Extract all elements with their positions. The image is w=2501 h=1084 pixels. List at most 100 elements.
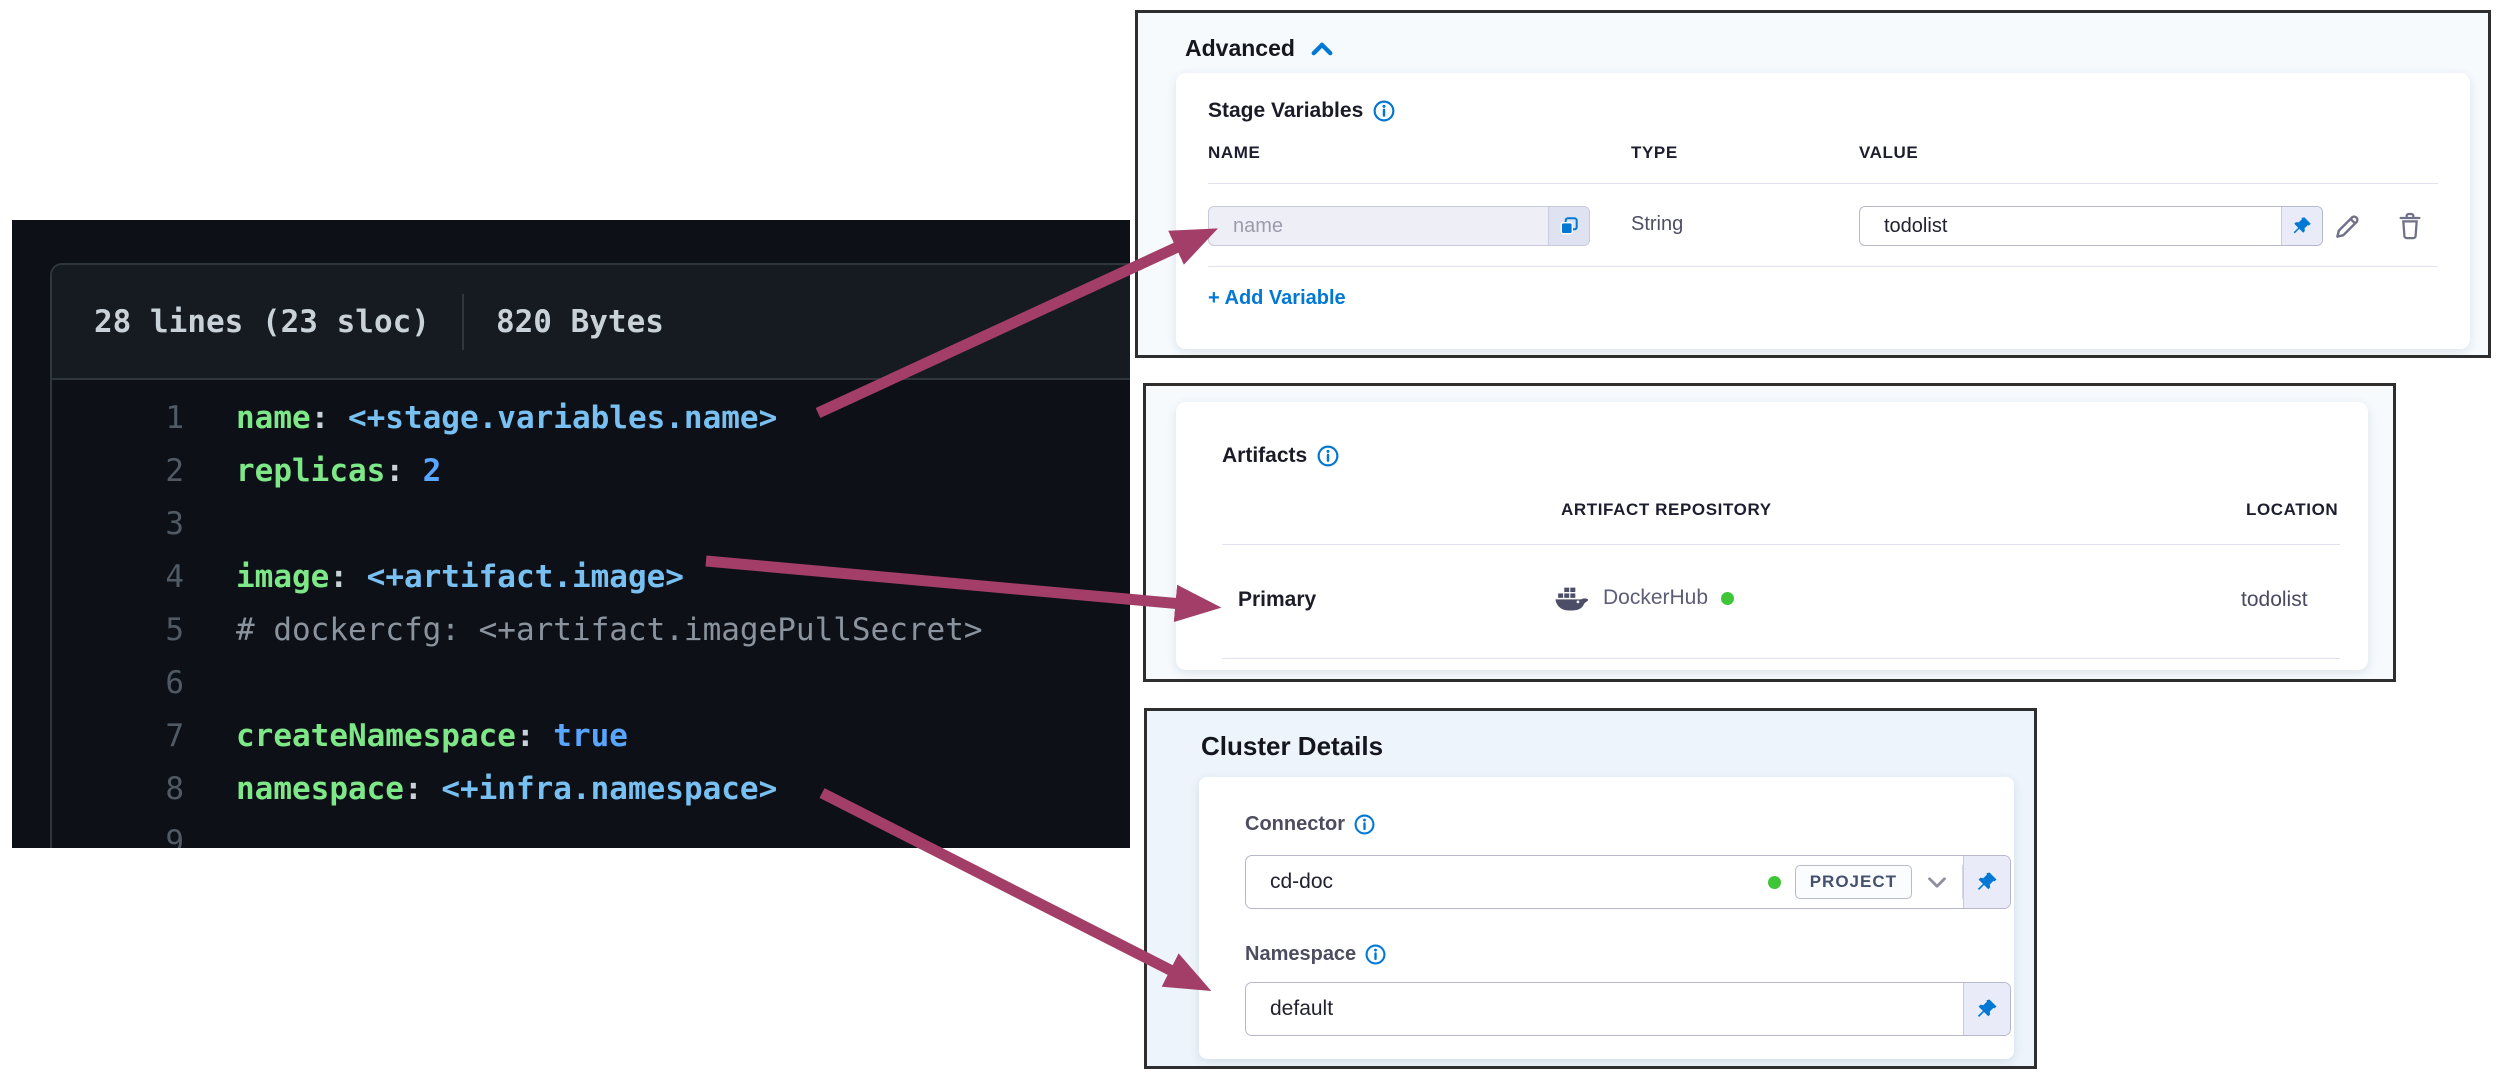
variable-name-input[interactable]: name [1208,206,1590,246]
token-key: replicas [236,453,386,489]
delete-variable-button[interactable] [2390,206,2430,246]
advanced-title: Advanced [1185,35,1295,61]
connector-label-row: Connector [1245,813,1375,836]
namespace-value: default [1270,997,1334,1020]
line-number[interactable]: 2 [165,453,184,489]
trash-icon [2394,210,2426,242]
pin-icon[interactable] [1963,983,2010,1035]
docker-whale-icon [1554,584,1590,612]
token-comment: # dockercfg: <+artifact.imagePullSecret> [236,612,983,648]
line-number[interactable]: 7 [165,718,184,754]
artifact-label: Primary [1238,588,1317,611]
info-icon[interactable] [1373,100,1395,122]
file-line-count: 28 lines (23 sloc) [94,303,430,340]
edit-variable-button[interactable] [2328,206,2368,246]
pencil-icon [2331,209,2365,243]
info-icon[interactable] [1354,814,1375,835]
status-dot [1767,875,1781,889]
token-expr: <+artifact.image> [366,559,684,595]
stage-variables-title: Stage Variables [1208,99,1364,122]
cluster-details-panel: Cluster Details Connector cd-doc PROJECT [1144,708,2037,1069]
connector-value: cd-doc [1270,870,1334,893]
code-text: image: <+artifact.image> [184,551,684,604]
namespace-label: Namespace [1245,943,1357,965]
artifact-row[interactable]: Primary [1176,574,2368,630]
variable-value-input[interactable]: todolist [1859,206,2323,246]
divider [1222,658,2340,659]
column-header-type: TYPE [1631,143,1678,162]
code-text [184,657,236,710]
info-icon[interactable] [1317,445,1339,467]
token-expr: <+infra.namespace> [441,771,778,807]
advanced-panel: Advanced Stage Variables NAME TYPE VALUE… [1135,10,2491,358]
variable-type[interactable]: String [1631,213,1684,235]
token-punct: : [310,400,348,436]
connector-input[interactable]: cd-doc PROJECT [1245,855,2011,909]
token-key: namespace [236,771,404,807]
copy-icon[interactable] [1548,207,1589,245]
namespace-input[interactable]: default [1245,982,2011,1036]
artifacts-panel: Artifacts ARTIFACT REPOSITORY LOCATION P… [1143,383,2396,682]
code-text: namespace: <+infra.namespace> [184,763,777,816]
token-punct: : [329,559,367,595]
stage-variables-heading: Stage Variables [1208,99,1395,123]
info-icon[interactable] [1365,944,1386,965]
line-number[interactable]: 9 [165,824,184,848]
add-variable-button[interactable]: + Add Variable [1208,287,1346,309]
line-number[interactable]: 3 [165,506,184,542]
token-expr: <+stage.variables.name> [347,400,778,436]
cluster-details-card: Connector cd-doc PROJECT Namespace [1199,777,2014,1059]
token-num: 2 [422,453,442,489]
artifacts-heading: Artifacts [1222,444,1339,468]
code-line: 6 [52,657,1130,710]
file-size: 820 Bytes [495,303,664,340]
divider [1962,865,1963,899]
token-punct: : [515,718,554,754]
namespace-label-row: Namespace [1245,943,1386,966]
line-number[interactable]: 5 [165,612,184,648]
line-number[interactable]: 8 [165,771,184,807]
token-key: name [236,400,311,436]
column-header-location: LOCATION [2246,500,2339,519]
code-text [184,498,236,551]
cluster-details-title: Cluster Details [1201,731,1384,761]
variable-value-text: todolist [1884,214,1948,237]
chevron-up-icon [1311,42,1333,56]
pin-icon[interactable] [1963,856,2010,908]
artifacts-title: Artifacts [1222,444,1308,467]
code-text: createNamespace: true [184,710,628,763]
code-text: replicas: 2 [184,445,441,498]
line-number[interactable]: 4 [165,559,184,595]
code-text: # dockercfg: <+artifact.imagePullSecret> [184,604,983,657]
column-header-name: NAME [1208,143,1261,162]
status-dot [1721,591,1735,605]
code-text: name: <+stage.variables.name> [184,392,777,445]
divider [1208,266,2438,267]
artifact-repository-name: DockerHub [1603,586,1709,609]
token-key: image [236,559,330,595]
divider [1222,544,2340,545]
line-number[interactable]: 1 [165,400,184,436]
chevron-down-icon[interactable] [1928,876,1946,888]
token-key: createNamespace [236,718,516,754]
pin-icon[interactable] [2281,207,2322,245]
code-line: 9 [52,816,1130,848]
variable-name-placeholder: name [1233,214,1284,237]
line-number[interactable]: 6 [165,665,184,701]
connector-label: Connector [1245,813,1345,835]
token-punct: : [403,771,442,807]
scope-badge: PROJECT [1794,865,1912,899]
stage-variables-card: Stage Variables NAME TYPE VALUE name Str… [1176,73,2470,349]
artifacts-card: Artifacts ARTIFACT REPOSITORY LOCATION P… [1176,402,2368,670]
file-meta-bar: 28 lines (23 sloc) 820 Bytes [52,265,1130,380]
token-bool: true [553,718,628,754]
column-header-artifact-repository: ARTIFACT REPOSITORY [1561,500,1772,519]
advanced-section-toggle[interactable]: Advanced [1185,35,1333,62]
